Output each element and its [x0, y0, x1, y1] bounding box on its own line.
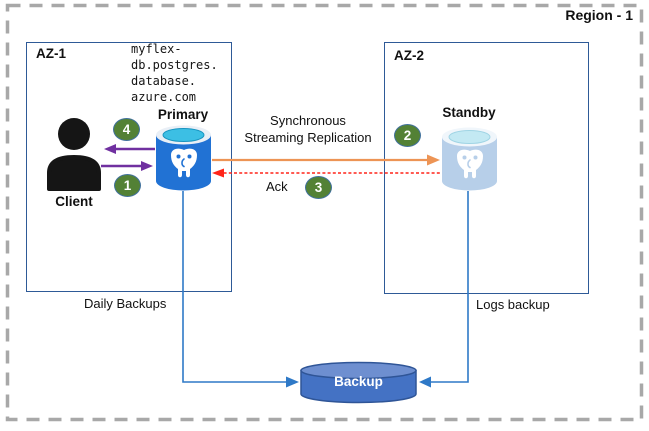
- step-number: 1: [123, 178, 132, 193]
- standby-database-icon: [442, 127, 497, 191]
- step-number: 4: [122, 122, 131, 137]
- client-icon: [47, 118, 101, 191]
- step-badge-2: 2: [394, 124, 421, 147]
- step-number: 2: [403, 128, 412, 143]
- replication-label: Synchronous Streaming Replication: [244, 113, 372, 145]
- az1-label: AZ-1: [36, 46, 66, 61]
- step-badge-1: 1: [114, 174, 141, 197]
- primary-hostname: myflex- db.postgres. database. azure.com: [131, 42, 218, 104]
- step-badge-3: 3: [305, 176, 332, 199]
- step-badge-4: 4: [113, 118, 140, 141]
- daily-backups-label: Daily Backups: [84, 296, 167, 311]
- primary-label: Primary: [157, 107, 209, 122]
- ack-label: Ack: [266, 179, 288, 194]
- az2-label: AZ-2: [394, 48, 424, 63]
- region-label: Region - 1: [565, 7, 633, 23]
- logs-backup-label: Logs backup: [476, 297, 550, 312]
- backup-label: Backup: [334, 374, 383, 389]
- primary-database-icon: [156, 125, 211, 191]
- step-number: 3: [314, 180, 323, 195]
- standby-label: Standby: [442, 105, 496, 120]
- client-label: Client: [55, 194, 93, 209]
